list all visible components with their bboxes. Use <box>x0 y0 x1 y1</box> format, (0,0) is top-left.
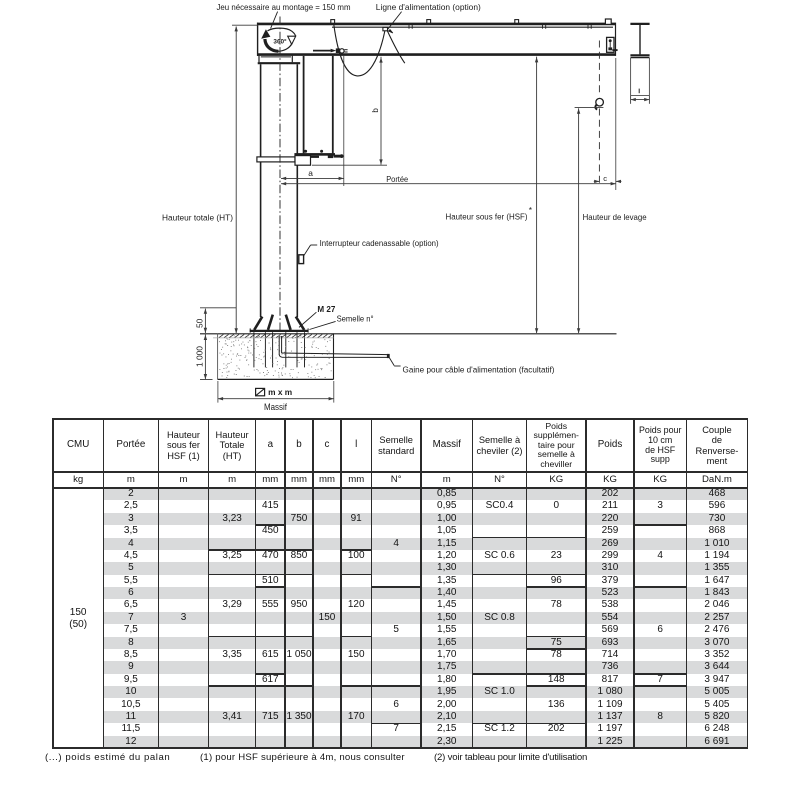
svg-text:Interrupteur cadenassable (opt: Interrupteur cadenassable (option) <box>320 238 439 248</box>
svg-text:Jeu nécessaire au montage = 15: Jeu nécessaire au montage = 150 mm <box>217 2 351 12</box>
svg-text:Massif: Massif <box>264 402 287 412</box>
svg-text:Hauteur totale (HT): Hauteur totale (HT) <box>162 212 233 222</box>
svg-text:Portée: Portée <box>386 174 408 184</box>
svg-text:Ligne d'alimentation (option): Ligne d'alimentation (option) <box>376 2 481 12</box>
svg-text:50: 50 <box>195 318 205 328</box>
svg-text:*: * <box>529 205 533 215</box>
svg-text:c: c <box>603 174 607 183</box>
svg-text:Hauteur de levage: Hauteur de levage <box>583 212 647 222</box>
svg-text:a: a <box>308 168 313 178</box>
svg-text:360°: 360° <box>273 38 287 46</box>
svg-text:Gaine pour câble d'alimentatio: Gaine pour câble d'alimentation (faculta… <box>403 364 555 374</box>
svg-text:Hauteur sous fer (HSF): Hauteur sous fer (HSF) <box>446 212 528 222</box>
svg-text:M 27: M 27 <box>317 305 335 314</box>
svg-text:b: b <box>371 108 380 113</box>
svg-text:m x m: m x m <box>268 388 292 397</box>
svg-text:Semelle n°: Semelle n° <box>337 313 374 323</box>
svg-text:1 000: 1 000 <box>195 346 205 367</box>
